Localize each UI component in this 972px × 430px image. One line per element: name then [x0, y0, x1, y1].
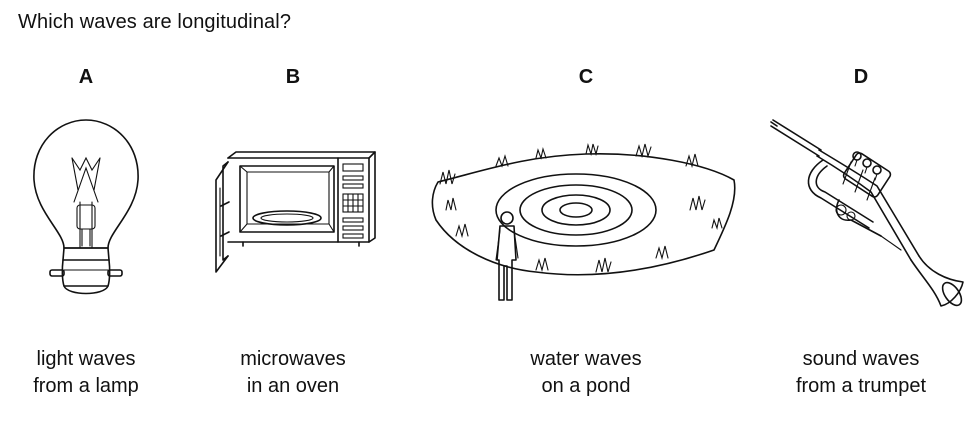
question-text: Which waves are longitudinal?: [18, 11, 292, 33]
caption-line: on a pond: [541, 375, 631, 397]
trumpet-icon: [770, 119, 964, 307]
caption-line: in an oven: [246, 375, 340, 397]
caption-line: sound waves: [802, 348, 920, 370]
option-letter-a: A: [78, 66, 94, 88]
caption-line: from a lamp: [33, 375, 139, 397]
caption-line: water waves: [530, 348, 642, 370]
option-letter-b: B: [285, 66, 301, 88]
option-d[interactable]: D sound waves from a trumpet: [751, 0, 971, 430]
option-caption-b: microwaves in an oven: [183, 346, 403, 400]
option-b[interactable]: B microwaves in an oven: [183, 0, 403, 430]
option-caption-a: light waves from a lamp: [0, 346, 196, 400]
option-a[interactable]: A light waves from a lamp: [0, 0, 196, 430]
option-c[interactable]: C water waves on a pond: [431, 0, 736, 430]
light-bulb-icon: [33, 119, 139, 295]
option-caption-c: water waves on a pond: [476, 346, 696, 400]
caption-line: microwaves: [240, 348, 346, 370]
option-caption-d: sound waves from a trumpet: [751, 346, 971, 400]
option-letter-d: D: [853, 66, 869, 88]
caption-line: from a trumpet: [795, 375, 927, 397]
option-letter-c: C: [578, 66, 594, 88]
microwave-oven-icon: [215, 151, 376, 273]
pond-ripples-icon: [431, 142, 736, 301]
caption-line: light waves: [36, 348, 136, 370]
